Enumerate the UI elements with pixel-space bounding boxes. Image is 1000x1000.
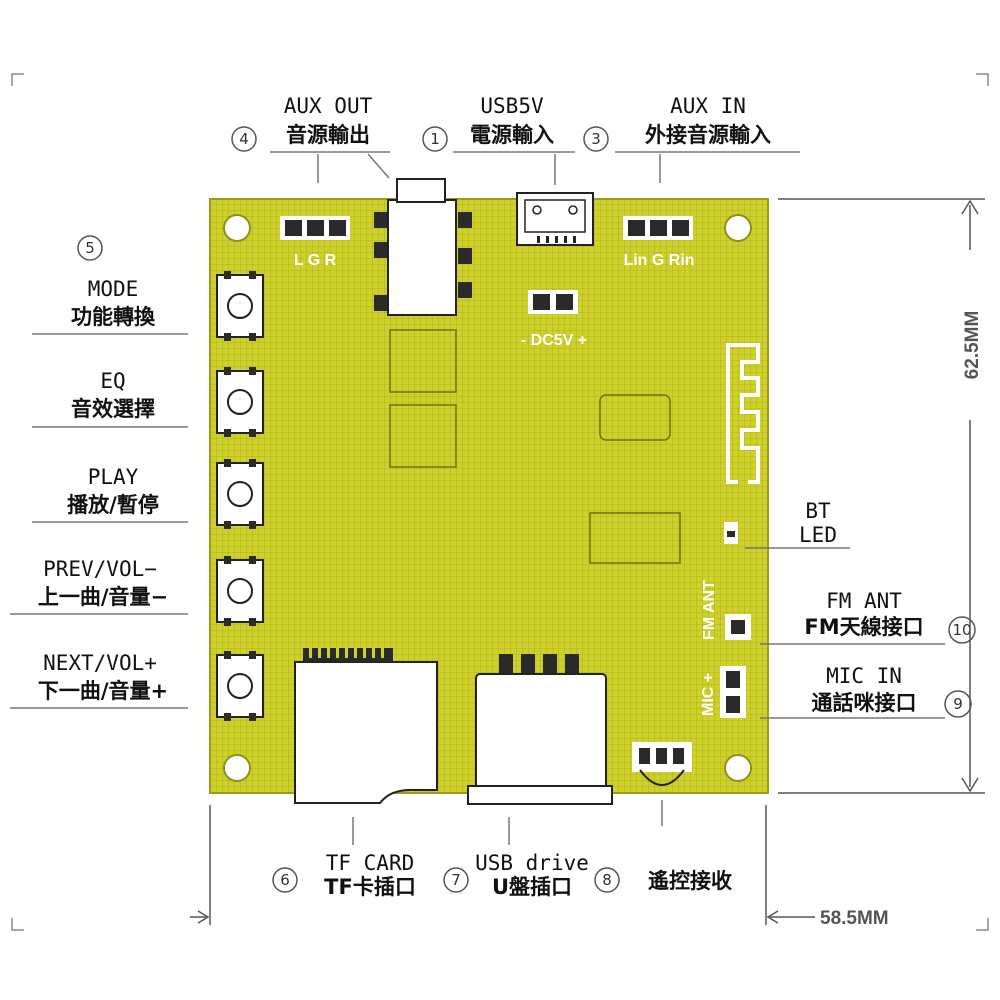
label-en: MIC IN [826, 664, 902, 688]
label-number: 4 [239, 130, 249, 148]
label-next: NEXT/VOL+ 下一曲/音量+ [10, 651, 188, 709]
dimension-height-label: 62.5MM [962, 311, 983, 380]
audio-jack [374, 178, 472, 316]
label-en: TF CARD [326, 851, 415, 875]
label-aux-in: 3 AUX IN 外接音源輸入 [583, 94, 800, 183]
micro-usb-port [516, 192, 594, 246]
label-bt-led: BT LED [745, 499, 850, 549]
label-mic-in: MIC IN 通話咪接口 9 [760, 664, 972, 719]
fm-ant-pad: FM ANT [701, 580, 751, 640]
aux-out-header: L G R [280, 216, 350, 269]
label-en: AUX OUT [284, 94, 373, 118]
label-prev: PREV/VOL− 上一曲/音量− [10, 557, 188, 615]
label-cn: 音效選擇 [71, 397, 155, 421]
aux-out-pin-labels: L G R [294, 252, 337, 269]
label-en: USB drive [475, 851, 589, 875]
label-number: 10 [952, 621, 971, 639]
label-number: 1 [430, 130, 440, 148]
dc5v-header: - DC5V + [521, 290, 587, 349]
label-cn: 播放/暫停 [67, 493, 159, 517]
dc5v-label: - DC5V + [521, 332, 587, 349]
label-en: FM ANT [826, 589, 902, 613]
label-usb-drive: 7 USB drive U盤插口 [443, 817, 589, 899]
label-mode: MODE 功能轉換 [32, 277, 188, 335]
tf-card-slot [294, 648, 438, 804]
label-eq: EQ 音效選擇 [32, 369, 188, 428]
label-cn: 電源輸入 [470, 123, 554, 147]
label-cn: 音源輸出 [286, 123, 370, 147]
label-line2: LED [799, 523, 837, 547]
ic-outlines [389, 329, 681, 564]
label-number: 9 [953, 695, 963, 713]
label-en: EQ [100, 369, 125, 393]
label-play: PLAY 播放/暫停 [32, 465, 188, 523]
label-line1: BT [805, 499, 831, 523]
eq-button [216, 367, 264, 437]
mounting-hole-icon [223, 754, 251, 782]
label-en: USB5V [480, 94, 544, 118]
dimension-height [778, 198, 985, 794]
ir-receiver [632, 742, 692, 786]
mounting-hole-icon [724, 214, 752, 242]
svg-text:5: 5 [85, 239, 95, 257]
crop-marks [11, 73, 989, 931]
label-en: PREV/VOL− [43, 557, 157, 581]
bluetooth-antenna-icon [726, 343, 760, 484]
label-number: 6 [280, 871, 290, 889]
label-ir: 8 遙控接收 [594, 800, 732, 893]
play-button [216, 459, 264, 529]
dimension-width [190, 805, 815, 925]
label-tf-card: 6 TF CARD TF卡插口 [272, 817, 416, 899]
label-cn: 外接音源輸入 [645, 123, 771, 147]
aux-in-header: Lin G Rin [623, 216, 695, 269]
label-cn: 下一曲/音量+ [38, 679, 168, 703]
fm-ant-board-label: FM ANT [701, 580, 718, 640]
label-number: 8 [602, 871, 612, 889]
mounting-hole-icon [724, 754, 752, 782]
prev-button [216, 556, 264, 626]
next-button [216, 651, 264, 721]
label-number: 7 [451, 871, 461, 889]
label-cn: 上一曲/音量− [38, 585, 168, 609]
label-fm-ant: FM ANT FM天線接口 10 [760, 589, 976, 645]
label-usb5v: 1 USB5V 電源輸入 [422, 94, 575, 185]
tact-buttons [216, 271, 264, 721]
label-cn: 功能轉換 [71, 305, 156, 329]
aux-in-pin-labels: Lin G Rin [623, 252, 694, 269]
mode-button [216, 271, 264, 341]
label-cn: 通話咪接口 [812, 691, 917, 715]
label-en: PLAY [88, 465, 139, 489]
label-num5: 5 [77, 235, 103, 261]
mic-board-label: MIC + [700, 673, 717, 716]
label-cn: FM天線接口 [804, 615, 923, 639]
label-cn: TF卡插口 [324, 875, 416, 899]
usb-a-port [467, 654, 613, 805]
mounting-holes [223, 214, 752, 782]
label-cn: U盤插口 [492, 875, 572, 899]
dimension-width-label: 58.5MM [820, 908, 889, 929]
label-aux-out: 4 AUX OUT 音源輸出 [231, 94, 390, 183]
bt-led [724, 522, 738, 544]
label-en: AUX IN [670, 94, 746, 118]
label-cn: 遙控接收 [648, 869, 732, 893]
mounting-hole-icon [223, 214, 251, 242]
label-en: MODE [88, 277, 139, 301]
label-number: 3 [591, 130, 601, 148]
mic-pads: MIC + [700, 666, 746, 718]
label-en: NEXT/VOL+ [43, 651, 157, 675]
